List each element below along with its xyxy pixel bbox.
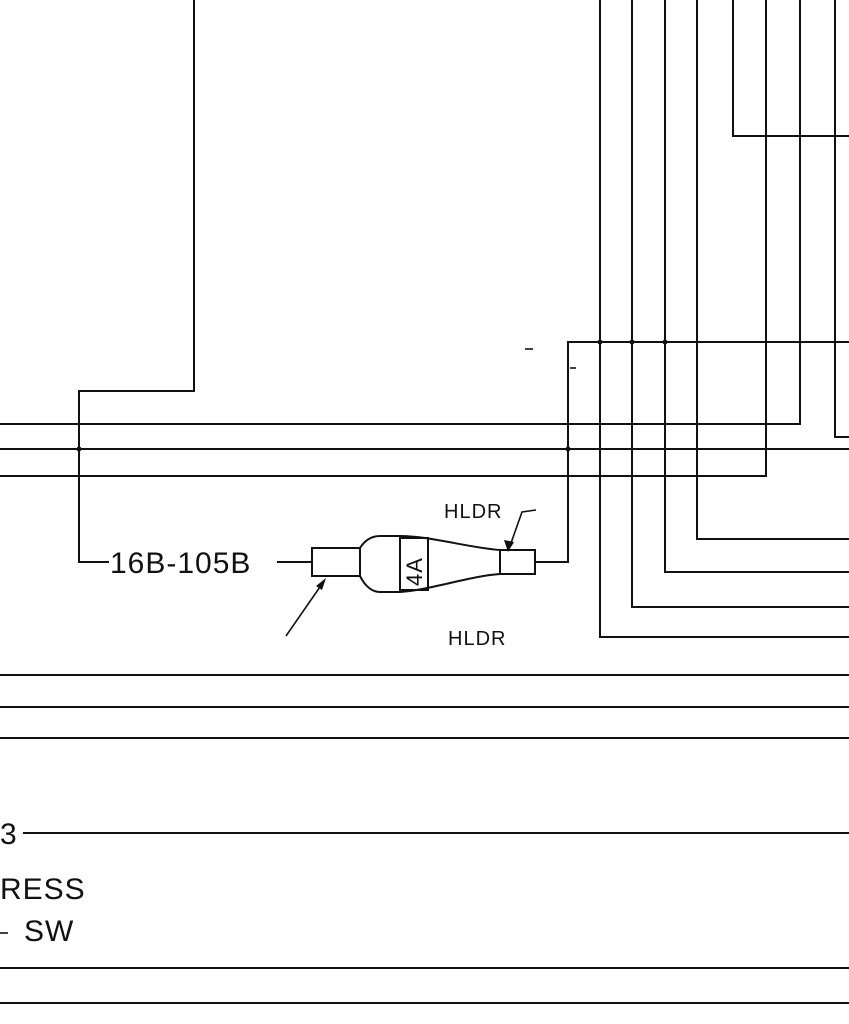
arrowhead [504, 540, 514, 552]
fuse-rating-label: 4A [402, 557, 427, 586]
holder-label-top: HLDR [444, 501, 502, 523]
bottom-label-fragment: 3 [0, 818, 18, 851]
wire-bundle-4 [696, 0, 849, 540]
inline-fuse-holder: 4A [311, 535, 536, 593]
wire-bundle-2 [631, 0, 849, 608]
wire-label: 16B-105B [110, 547, 251, 580]
junction-dot [662, 339, 668, 345]
wire-fuse-right [534, 341, 849, 563]
switch-label-line2: SW [24, 915, 74, 948]
wire-bundle-9 [834, 0, 849, 438]
wire-bundle-3 [664, 0, 849, 573]
junction-dot [597, 339, 603, 345]
wire-bundle-5 [732, 0, 849, 137]
junction-dot [629, 339, 635, 345]
fuse-holder-left-barrel [311, 547, 361, 577]
pointer-line-top [509, 509, 537, 547]
arrowhead [316, 578, 326, 590]
switch-label-line1: RESS [0, 873, 86, 906]
wire-left-loop [78, 0, 195, 563]
wire-bundle-outer [599, 0, 849, 638]
junction-dot [76, 446, 82, 452]
fuse-holder-right-barrel [499, 549, 536, 575]
holder-label-bottom: HLDR [448, 628, 506, 650]
fuse-element [399, 537, 429, 591]
pointer-line-bottom [285, 583, 323, 637]
junction-dot [565, 446, 571, 452]
fuse-holder-body [359, 535, 501, 593]
